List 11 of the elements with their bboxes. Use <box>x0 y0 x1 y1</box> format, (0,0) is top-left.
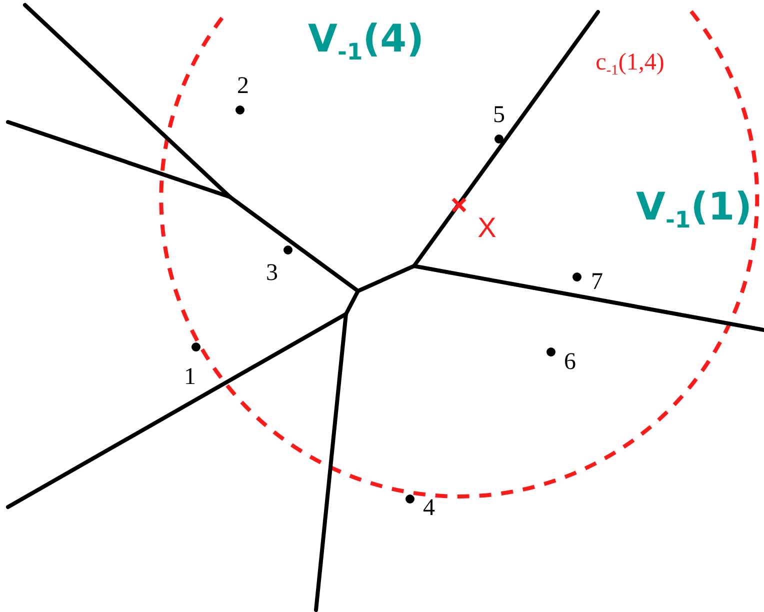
intersection-label: X <box>478 214 496 242</box>
point-number: 2 <box>237 74 249 98</box>
point-number: 7 <box>591 270 603 294</box>
point-number: 5 <box>493 103 505 127</box>
point-number: 1 <box>184 365 196 389</box>
region-label: V$_{-1}$(4) <box>308 20 424 64</box>
point-number: 3 <box>266 261 278 285</box>
curve-label: c$_{-1}$(1,4) <box>596 50 664 78</box>
point-number: 6 <box>564 350 576 374</box>
region-label: V$_{-1}$(1) <box>636 188 752 232</box>
point-number: 4 <box>423 496 435 520</box>
